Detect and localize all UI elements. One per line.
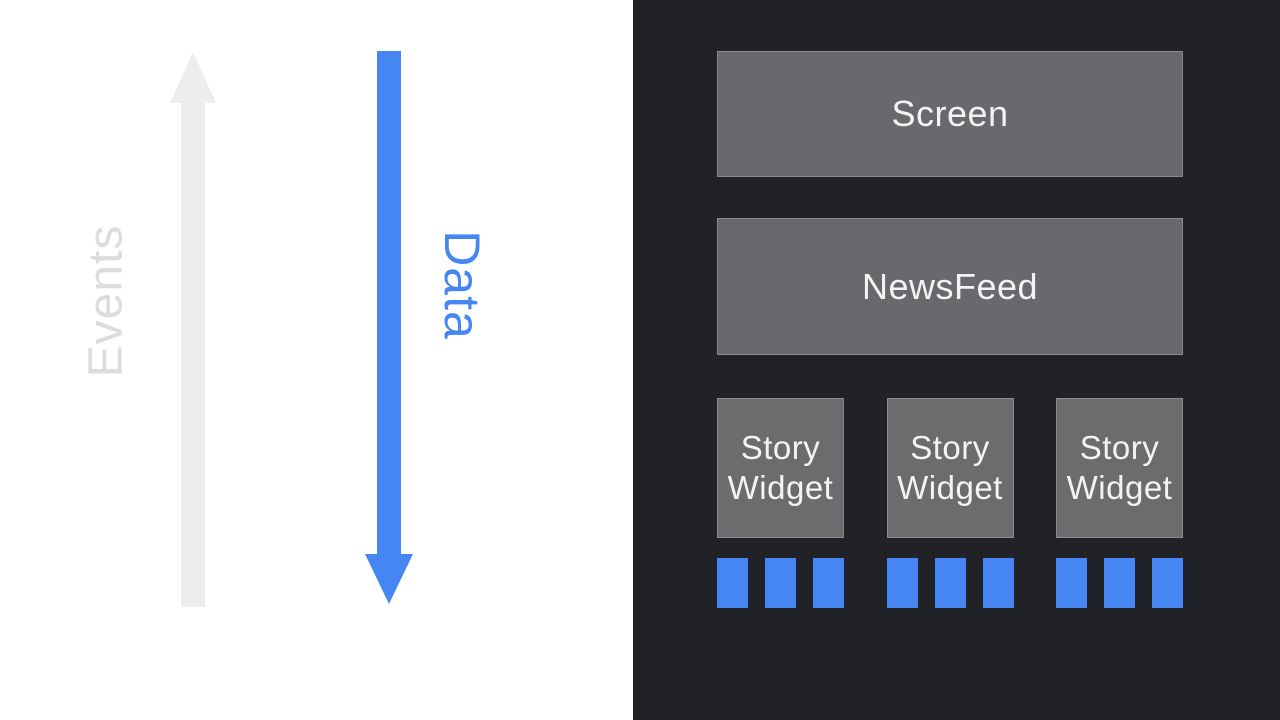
story-widget-row: Story Widget Story Widget Story Widget xyxy=(717,398,1183,538)
screen-box-label: Screen xyxy=(891,93,1009,134)
story-widget-box: Story Widget xyxy=(717,398,844,538)
story-item-block-group xyxy=(886,558,1014,608)
story-widget-label: Story Widget xyxy=(727,429,834,506)
newsfeed-box-label: NewsFeed xyxy=(861,265,1039,307)
story-item-block xyxy=(934,558,966,608)
events-up-arrow-icon xyxy=(170,52,216,607)
story-item-block xyxy=(1152,558,1183,608)
story-item-block xyxy=(813,558,844,608)
story-widget-box: Story Widget xyxy=(1056,398,1183,538)
story-item-block xyxy=(982,558,1014,608)
story-item-block xyxy=(717,558,748,608)
story-item-block xyxy=(1104,558,1135,608)
story-widget-label: Story Widget xyxy=(897,429,1003,506)
data-down-arrow-icon xyxy=(365,51,413,604)
story-item-blocks-row xyxy=(717,558,1183,608)
story-item-block-group xyxy=(1056,558,1183,608)
story-item-block-group xyxy=(717,558,844,608)
story-widget-box: Story Widget xyxy=(886,398,1014,538)
newsfeed-box: NewsFeed xyxy=(717,218,1183,355)
story-item-block xyxy=(886,558,918,608)
events-label: Events xyxy=(79,224,133,378)
story-item-block xyxy=(1056,558,1087,608)
screen-box: Screen xyxy=(717,51,1183,177)
data-label: Data xyxy=(434,230,490,340)
widget-tree-panel: Screen NewsFeed Story Widget Story Widge… xyxy=(633,0,1280,720)
story-widget-label: Story Widget xyxy=(1066,429,1173,506)
story-item-block xyxy=(765,558,796,608)
events-data-flow-panel: Events Data xyxy=(0,0,633,720)
